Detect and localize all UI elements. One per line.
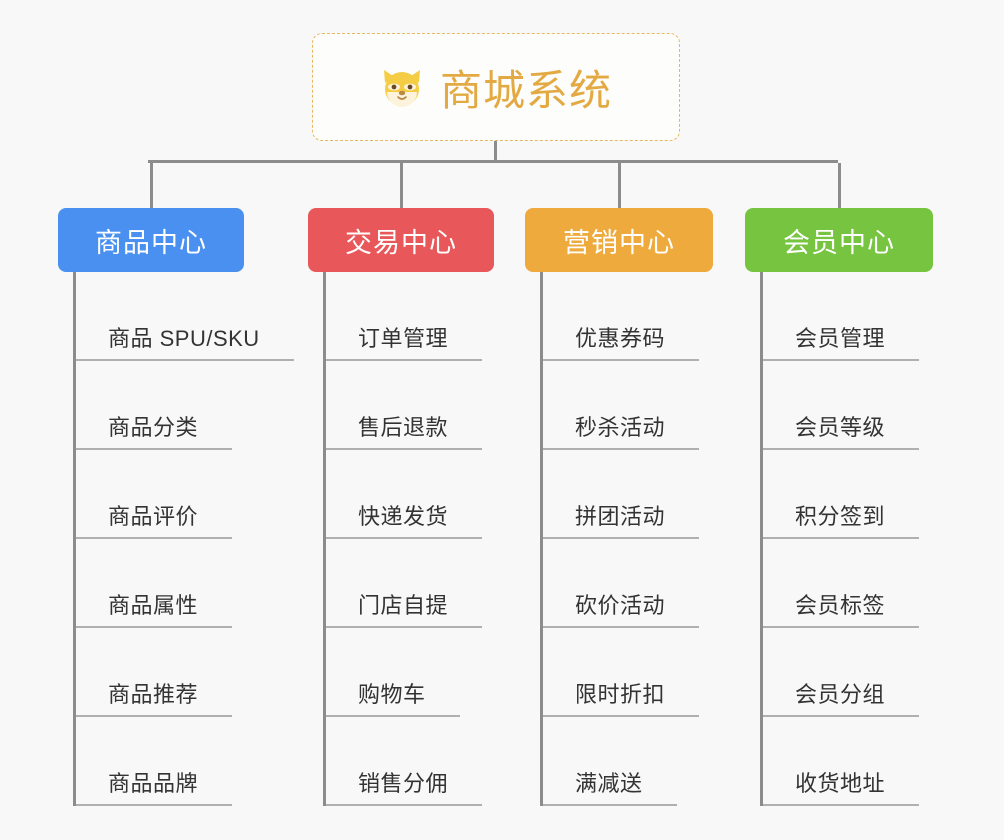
connector-drop-trade-center bbox=[399, 163, 403, 208]
leaf-item[interactable]: 会员等级 bbox=[763, 361, 933, 450]
category-header-label: 商品中心 bbox=[95, 227, 207, 258]
leaf-item-label: 售后退款 bbox=[326, 415, 483, 450]
leaf-item[interactable]: 秒杀活动 bbox=[543, 361, 713, 450]
leaf-item[interactable]: 拼团活动 bbox=[543, 450, 713, 539]
leaf-item[interactable]: 购物车 bbox=[326, 628, 494, 717]
branch-spine-member-center: 会员管理会员等级积分签到会员标签会员分组收货地址 bbox=[760, 272, 933, 806]
leaf-item-label: 商品分类 bbox=[76, 415, 233, 450]
leaf-item[interactable]: 优惠券码 bbox=[543, 272, 713, 361]
leaf-item-label: 会员标签 bbox=[763, 593, 920, 628]
connector-drop-member-center bbox=[837, 163, 841, 208]
leaf-item-label: 商品评价 bbox=[76, 504, 233, 539]
leaf-item-label: 限时折扣 bbox=[543, 682, 700, 717]
category-header-product-center[interactable]: 商品中心 bbox=[58, 208, 244, 272]
connector-drop-marketing-center bbox=[617, 163, 621, 208]
category-header-member-center[interactable]: 会员中心 bbox=[745, 208, 933, 272]
branch-spine-trade-center: 订单管理售后退款快递发货门店自提购物车销售分佣 bbox=[323, 272, 494, 806]
root-node[interactable]: 商城系统 bbox=[312, 33, 680, 141]
leaf-item-label: 商品属性 bbox=[76, 593, 233, 628]
leaf-item[interactable]: 销售分佣 bbox=[326, 717, 494, 806]
category-header-trade-center[interactable]: 交易中心 bbox=[308, 208, 494, 272]
leaf-item[interactable]: 快递发货 bbox=[326, 450, 494, 539]
leaf-item-label: 会员等级 bbox=[763, 415, 920, 450]
leaf-item[interactable]: 售后退款 bbox=[326, 361, 494, 450]
leaf-item[interactable]: 商品分类 bbox=[76, 361, 244, 450]
leaf-item-label: 购物车 bbox=[326, 682, 460, 717]
leaf-item[interactable]: 积分签到 bbox=[763, 450, 933, 539]
shiba-dog-face-icon bbox=[380, 64, 426, 110]
leaf-item-label: 秒杀活动 bbox=[543, 415, 700, 450]
branch-spine-marketing-center: 优惠券码秒杀活动拼团活动砍价活动限时折扣满减送 bbox=[540, 272, 713, 806]
branch-column-marketing-center: 营销中心优惠券码秒杀活动拼团活动砍价活动限时折扣满减送 bbox=[525, 163, 713, 806]
leaf-item-label: 满减送 bbox=[543, 771, 677, 806]
root-title: 商城系统 bbox=[439, 66, 612, 114]
leaf-item[interactable]: 商品品牌 bbox=[76, 717, 244, 806]
leaf-item[interactable]: 限时折扣 bbox=[543, 628, 713, 717]
leaf-item-label: 商品品牌 bbox=[76, 771, 233, 806]
leaf-item-label: 商品 SPU/SKU bbox=[76, 326, 294, 361]
leaf-item[interactable]: 商品推荐 bbox=[76, 628, 244, 717]
leaf-item[interactable]: 会员标签 bbox=[763, 539, 933, 628]
branch-column-member-center: 会员中心会员管理会员等级积分签到会员标签会员分组收货地址 bbox=[745, 163, 933, 806]
leaf-item-label: 优惠券码 bbox=[543, 326, 700, 361]
category-header-label: 交易中心 bbox=[345, 227, 457, 258]
branch-column-product-center: 商品中心商品 SPU/SKU 商品分类商品评价商品属性商品推荐商品品牌 bbox=[58, 163, 294, 806]
leaf-item[interactable]: 订单管理 bbox=[326, 272, 494, 361]
leaf-item[interactable]: 会员管理 bbox=[763, 272, 933, 361]
leaf-item[interactable]: 满减送 bbox=[543, 717, 713, 806]
leaf-item-label: 商品推荐 bbox=[76, 682, 233, 717]
leaf-item-label: 会员管理 bbox=[763, 326, 920, 361]
category-header-marketing-center[interactable]: 营销中心 bbox=[525, 208, 713, 272]
leaf-item-label: 订单管理 bbox=[326, 326, 483, 361]
leaf-item-label: 快递发货 bbox=[326, 504, 483, 539]
leaf-item-label: 砍价活动 bbox=[543, 593, 700, 628]
leaf-item-label: 门店自提 bbox=[326, 593, 483, 628]
leaf-item-label: 积分签到 bbox=[763, 504, 920, 539]
category-header-label: 会员中心 bbox=[783, 227, 895, 258]
branch-column-trade-center: 交易中心订单管理售后退款快递发货门店自提购物车销售分佣 bbox=[308, 163, 494, 806]
leaf-item-label: 拼团活动 bbox=[543, 504, 700, 539]
leaf-item[interactable]: 收货地址 bbox=[763, 717, 933, 806]
branch-spine-product-center: 商品 SPU/SKU 商品分类商品评价商品属性商品推荐商品品牌 bbox=[73, 272, 294, 806]
leaf-item-label: 会员分组 bbox=[763, 682, 920, 717]
leaf-item[interactable]: 商品评价 bbox=[76, 450, 244, 539]
leaf-item[interactable]: 商品属性 bbox=[76, 539, 244, 628]
connector-drop-product-center bbox=[149, 163, 153, 208]
leaf-item[interactable]: 会员分组 bbox=[763, 628, 933, 717]
leaf-item-label: 销售分佣 bbox=[326, 771, 483, 806]
leaf-item[interactable]: 商品 SPU/SKU bbox=[76, 272, 294, 361]
leaf-item[interactable]: 门店自提 bbox=[326, 539, 494, 628]
category-header-label: 营销中心 bbox=[563, 227, 675, 258]
connector-bus bbox=[148, 160, 838, 163]
leaf-item[interactable]: 砍价活动 bbox=[543, 539, 713, 628]
connector-trunk bbox=[494, 141, 497, 163]
leaf-item-label: 收货地址 bbox=[763, 771, 920, 806]
